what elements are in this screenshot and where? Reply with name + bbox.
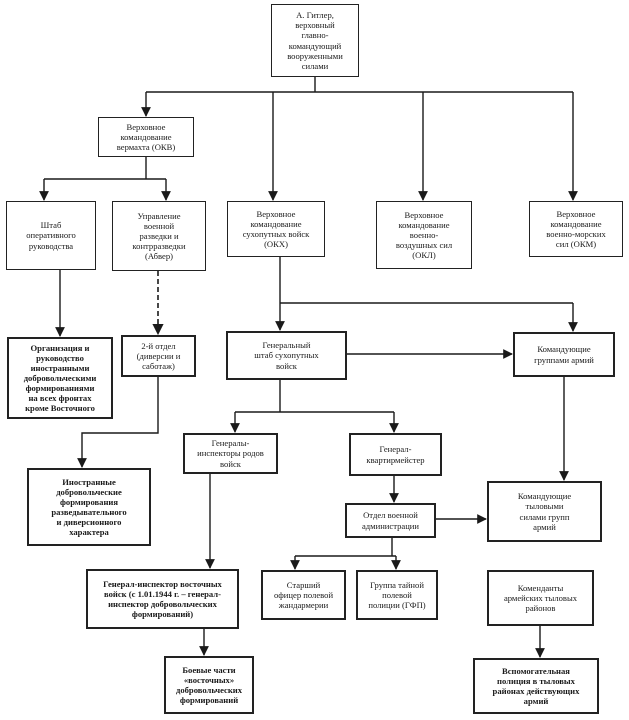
node-hitler: А. Гитлер, верховный главно- командующий…	[271, 4, 359, 77]
node-abwehr: Управление военной разведки и контрразве…	[112, 201, 206, 271]
node-east-units: Боевые части «восточных» добровольческих…	[164, 656, 254, 714]
node-org: Организация и руководство иностранными д…	[7, 337, 113, 419]
node-staff-ops: Штаб оперативного руководства	[6, 201, 96, 270]
node-gen-insp-east: Генерал-инспектор восточных войск (с 1.0…	[86, 569, 239, 629]
connector-line	[77, 377, 159, 468]
node-okw: Верховное командование вермахта (ОКВ)	[98, 117, 194, 157]
node-okl: Верховное командование военно- воздушных…	[376, 201, 472, 269]
node-quartermaster: Генерал- квартирмейстер	[349, 433, 442, 476]
node-gfp: Группа тайной полевой полиции (ГФП)	[356, 570, 438, 620]
node-commandants: Коменданты армейских тыловых районов	[487, 570, 594, 626]
node-okh: Верховное командование сухопутных войск …	[227, 201, 325, 257]
node-inspectors: Генералы- инспекторы родов войск	[183, 433, 278, 474]
node-army-groups: Командующие группами армий	[513, 332, 615, 377]
node-foreign-vol: Иностранные добровольческие формирования…	[27, 468, 151, 546]
node-feldgend: Старший офицер полевой жандармерии	[261, 570, 346, 620]
node-aux-police: Вспомогательная полиция в тыловых района…	[473, 658, 599, 714]
node-mil-admin: Отдел военной администрации	[345, 503, 436, 538]
node-dept2: 2-й отдел (диверсии и саботаж)	[121, 335, 196, 377]
node-genstab: Генеральный штаб сухопутных войск	[226, 331, 347, 380]
node-okm: Верховное командование военно-морских си…	[529, 201, 623, 257]
node-rear-cmd: Командующие тыловыми силами групп армий	[487, 481, 602, 542]
